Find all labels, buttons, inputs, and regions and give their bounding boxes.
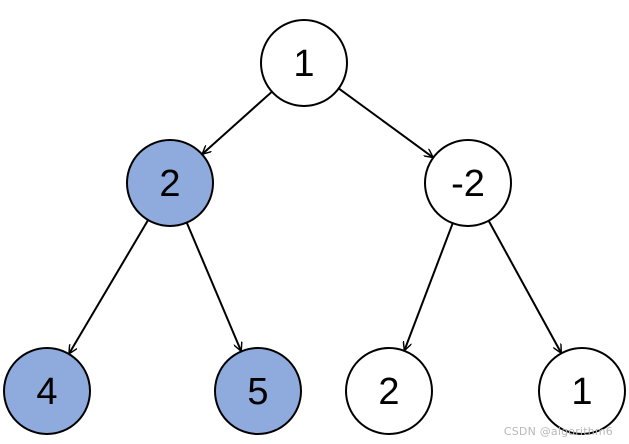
node-value-label: 2 (159, 163, 180, 205)
highlighted-node-circle (214, 347, 302, 435)
node-value-label: 1 (293, 43, 314, 85)
node-value-label: 4 (36, 371, 57, 413)
node-circle (424, 139, 512, 227)
tree-node: 2 (345, 347, 433, 435)
node-circle (260, 19, 348, 107)
node-value-label: 1 (571, 371, 592, 413)
node-value-label: 2 (378, 371, 399, 413)
tree-node: 5 (214, 347, 302, 435)
edge-arrow-n1-n3 (338, 87, 433, 157)
tree-node: 1 (260, 19, 348, 107)
node-value-label: -2 (451, 163, 485, 205)
tree-node: 1 (538, 347, 626, 435)
node-circle (538, 347, 626, 435)
highlighted-node-circle (126, 139, 214, 227)
edge-arrow-n1-n2 (203, 90, 273, 154)
tree-node: -2 (424, 139, 512, 227)
tree-node: 4 (3, 347, 91, 435)
tree-edges (69, 87, 561, 353)
tree-nodes: 1 2 -2 4 5 2 1 (3, 19, 626, 435)
edge-arrow-n2-n5 (185, 222, 241, 351)
highlighted-node-circle (3, 347, 91, 435)
edge-arrow-n3-n7 (487, 220, 561, 353)
edge-arrow-n2-n4 (69, 219, 149, 353)
watermark-text: CSDN @algorithm6 (503, 425, 613, 438)
edge-arrow-n3-n6 (405, 222, 454, 350)
tree-node: 2 (126, 139, 214, 227)
node-circle (345, 347, 433, 435)
node-value-label: 5 (247, 371, 268, 413)
